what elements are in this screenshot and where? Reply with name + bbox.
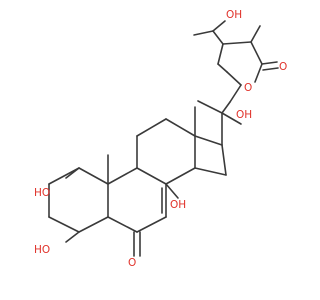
bond xyxy=(221,101,231,114)
hydroxyl-label: HO xyxy=(34,187,50,199)
bond xyxy=(226,71,242,86)
oxygen-label: O xyxy=(128,257,136,269)
bond-layer xyxy=(48,20,279,257)
bond xyxy=(165,183,179,199)
bond xyxy=(261,61,278,65)
bond xyxy=(217,43,224,65)
bond xyxy=(48,167,80,185)
bond xyxy=(65,231,80,243)
bond xyxy=(212,20,226,32)
hydroxyl-label: OH xyxy=(236,109,252,121)
bond xyxy=(78,216,109,233)
hydroxyl-label: OH xyxy=(170,199,186,211)
bond xyxy=(221,144,227,176)
bond xyxy=(217,63,228,73)
bond xyxy=(250,41,263,65)
hydroxyl-label: OH xyxy=(226,9,242,21)
hydroxyl-label: HO xyxy=(34,244,50,256)
bond xyxy=(48,216,80,233)
bond xyxy=(165,118,196,137)
oxygen-label: O xyxy=(244,82,252,94)
atom-label-layer: OH OH O O OH HO HO O xyxy=(34,9,287,269)
bond xyxy=(229,84,242,103)
bond xyxy=(136,216,167,233)
bond xyxy=(136,118,167,137)
bond xyxy=(212,30,224,45)
molecule-canvas: OH OH O O OH HO HO O xyxy=(34,9,287,269)
bond xyxy=(254,63,263,83)
bond xyxy=(107,167,138,185)
bond xyxy=(194,167,227,176)
molecule-structure: OH OH O O OH HO HO O xyxy=(34,9,287,269)
bond xyxy=(262,67,279,71)
bond xyxy=(222,41,252,45)
bond xyxy=(193,30,214,36)
bond xyxy=(221,112,242,125)
bond xyxy=(78,167,109,185)
oxygen-label: O xyxy=(279,61,287,73)
bond xyxy=(107,216,138,233)
bond xyxy=(250,25,261,43)
bond xyxy=(136,167,167,185)
bond xyxy=(197,100,223,114)
bond xyxy=(65,167,80,179)
bond xyxy=(194,135,223,146)
bond xyxy=(165,167,196,185)
